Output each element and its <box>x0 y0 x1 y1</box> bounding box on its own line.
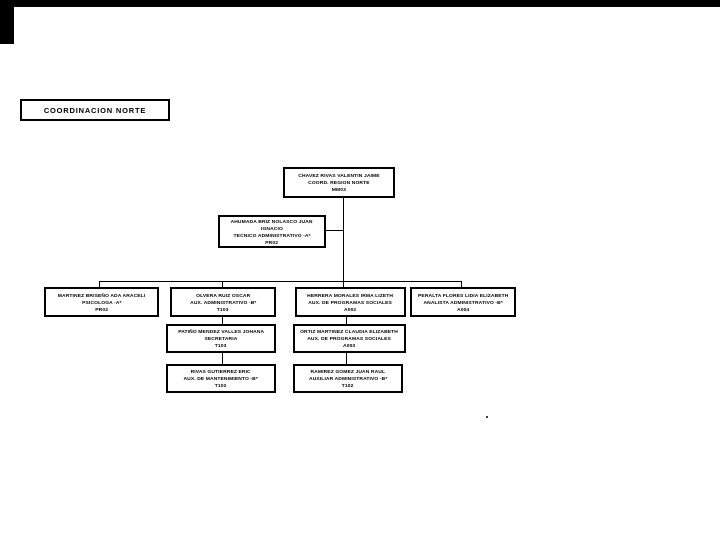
connector-drop-analista <box>461 281 462 287</box>
coordinacion-norte-box: COORDINACION NORTE <box>20 99 170 121</box>
connector-root-stem <box>343 197 344 287</box>
node-programas2-name: ORTIZ MARTINEZ CLAUDIA ELIZABETH <box>300 328 399 334</box>
node-aux-mantenimiento: RIVAS GUTIERREZ ERIC AUX. DE MANTENIMIEN… <box>166 364 276 393</box>
node-mantenimiento-name: RIVAS GUTIERREZ ERIC <box>190 368 252 374</box>
node-root-name: CHAVEZ RIVAS VALENTIN JAIME <box>298 172 380 178</box>
node-auxadmin2-title: AUXILIAR ADMINISTRATIVO -B* <box>308 375 388 381</box>
node-secretaria-code: T103 <box>215 342 227 348</box>
node-programas-code: A002 <box>344 305 357 312</box>
node-secretaria-name: PATIÑO MENDEZ VALLES JOHANA <box>177 328 265 334</box>
node-mantenimiento-code: T102 <box>215 382 227 388</box>
node-analista-name: PERALTA FLORES LIDIA ELIZABETH <box>417 291 509 298</box>
node-assistant-title: TECNICO ADMINISTRATIVO -A* <box>233 231 311 238</box>
connector-drop-aux-admin <box>222 281 223 287</box>
stray-dot-mark <box>486 416 488 418</box>
node-aux-programas-sociales: HERRERA MORALES IRMA LIZETH AUX. DE PROG… <box>295 287 406 317</box>
node-root-code: MM03 <box>331 186 347 192</box>
connector-assistant-link <box>326 230 343 231</box>
node-assistant-name-2: IGNACIO <box>261 224 283 231</box>
connector-secretaria-mantenimiento <box>222 353 223 364</box>
node-auxadmin-code: T103 <box>217 305 229 312</box>
node-secretaria: PATIÑO MENDEZ VALLES JOHANA SECRETARIA T… <box>166 324 276 353</box>
connector-subprogramas-auxadmin2 <box>346 353 347 364</box>
node-assistant-name-1: AHUMADA BRIZ NOLASCO JUAN <box>230 217 314 224</box>
node-auxadmin-title: AUX. ADMINISTRATIVO -B* <box>189 298 257 305</box>
node-programas-title: AUX. DE PROGRAMAS SOCIALES <box>308 298 393 305</box>
node-root-coordinador: CHAVEZ RIVAS VALENTIN JAIME COORD. REGIO… <box>283 167 395 198</box>
node-analista-administrativo: PERALTA FLORES LIDIA ELIZABETH ANALISTA … <box>410 287 516 317</box>
node-aux-programas-sociales-2: ORTIZ MARTINEZ CLAUDIA ELIZABETH AUX. DE… <box>293 324 406 353</box>
node-root-title: COORD. REGION NORTE <box>308 179 370 185</box>
node-programas2-title: AUX. DE PROGRAMAS SOCIALES <box>307 335 392 341</box>
coordinacion-norte-label: COORDINACION NORTE <box>43 105 147 115</box>
node-analista-title: ANALISTA ADMINISTRATIVO -B* <box>423 298 503 305</box>
top-left-black-block <box>0 0 14 44</box>
connector-auxadmin-secretaria <box>222 317 223 324</box>
node-psicologa-code: PR02 <box>95 305 108 312</box>
connector-branch-horizontal <box>99 281 462 282</box>
connector-programas-subprogramas <box>346 317 347 324</box>
node-psicologa-title: PSICOLOGA -A* <box>81 298 122 305</box>
node-auxadmin2-name: RAMIREZ GOMEZ JUAN RAUL <box>310 368 386 374</box>
node-auxadmin-name: OLVERA RUIZ OSCAR <box>195 291 251 298</box>
node-psicologa-name: MARTINEZ BRISEÑO ADA ARACELI <box>57 291 146 298</box>
node-programas-name: HERRERA MORALES IRMA LIZETH <box>307 291 394 298</box>
node-analista-code: A004 <box>456 305 470 312</box>
node-psicologa: MARTINEZ BRISEÑO ADA ARACELI PSICOLOGA -… <box>44 287 159 317</box>
top-edge-black-bar <box>0 0 720 7</box>
node-programas2-code: A003 <box>343 342 356 348</box>
node-assistant-code: PR02 <box>265 238 279 245</box>
node-auxadmin2-code: T102 <box>342 382 354 388</box>
node-aux-administrativo: OLVERA RUIZ OSCAR AUX. ADMINISTRATIVO -B… <box>170 287 276 317</box>
node-auxiliar-administrativo-2: RAMIREZ GOMEZ JUAN RAUL AUXILIAR ADMINIS… <box>293 364 403 393</box>
node-secretaria-title: SECRETARIA <box>204 335 238 341</box>
connector-drop-psicologa <box>99 281 100 287</box>
node-mantenimiento-title: AUX. DE MANTENIMIENTO -B* <box>183 375 259 381</box>
node-tecnico-administrativo: AHUMADA BRIZ NOLASCO JUAN IGNACIO TECNIC… <box>218 215 326 248</box>
